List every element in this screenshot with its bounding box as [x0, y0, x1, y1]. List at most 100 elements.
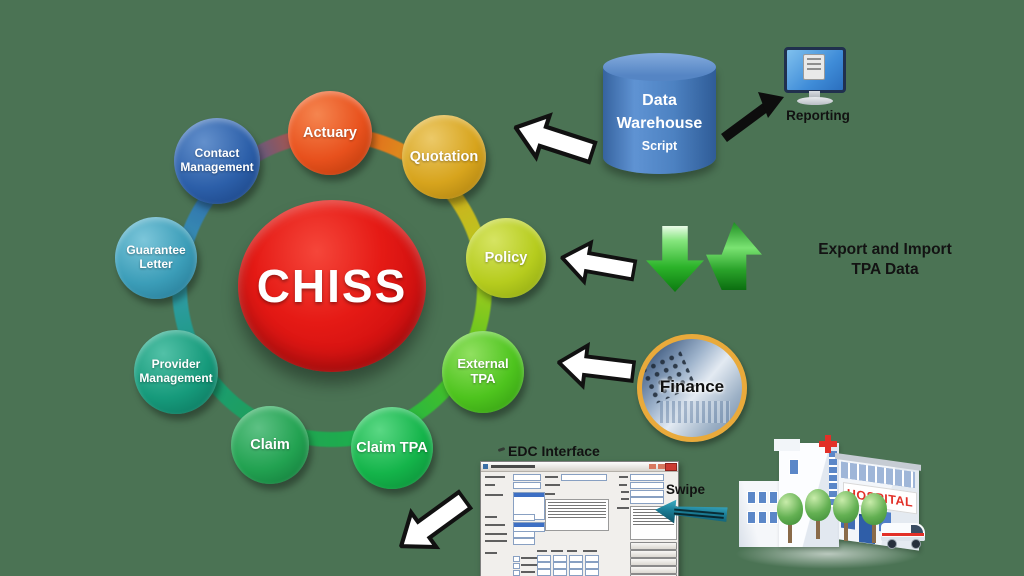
node-label: Quotation [409, 148, 479, 165]
node-label: Management [180, 160, 254, 174]
edc-form-element [537, 569, 551, 576]
node-label: Provider [151, 357, 201, 372]
edc-form-element [630, 474, 664, 481]
edc-form-element [585, 555, 599, 562]
node-chiss-hub[interactable]: CHISS [238, 200, 426, 372]
warehouse-label-line1: Data [642, 92, 677, 109]
edc-form-element [513, 474, 541, 481]
edc-form-element [567, 550, 577, 552]
edc-form-element [537, 550, 547, 552]
swipe-label: Swipe [666, 482, 706, 497]
node-actuary[interactable]: Actuary [288, 91, 372, 175]
edc-form-element [553, 555, 567, 562]
maximize-button[interactable] [658, 464, 665, 469]
edc-form-element [569, 555, 583, 562]
arrow-export-to-hub [556, 230, 641, 298]
node-quotation[interactable]: Quotation [402, 115, 486, 199]
edc-form-button[interactable] [630, 550, 677, 558]
edc-form-element [553, 569, 567, 576]
reporting-monitor-icon[interactable] [784, 47, 846, 105]
chart-texture [660, 401, 730, 423]
edc-form-element [521, 564, 537, 566]
node-label: TPA [470, 371, 496, 386]
finance-badge[interactable]: Finance [637, 334, 747, 442]
edc-form-element [485, 524, 505, 526]
edc-form-element [513, 538, 535, 545]
edc-form-element [630, 490, 664, 497]
edc-form-element [585, 569, 599, 576]
data-warehouse-cylinder[interactable]: Data Warehouse Script [603, 53, 716, 186]
edc-form-body [481, 472, 678, 576]
node-label: Actuary [303, 124, 357, 141]
edc-form-element [545, 484, 560, 486]
edc-form-element [621, 491, 629, 493]
edc-form-element [513, 556, 520, 562]
edc-form-element [521, 557, 537, 559]
edc-form-element [553, 562, 567, 569]
hospital-illustration: HOSPITAL [733, 435, 933, 576]
warehouse-label-line2: Warehouse [616, 115, 703, 133]
edc-titlebar [481, 462, 678, 472]
node-policy[interactable]: Policy [466, 218, 546, 298]
node-claim-tpa[interactable]: Claim TPA [351, 407, 433, 489]
reporting-label: Reporting [786, 108, 850, 123]
edc-form-element [630, 482, 664, 489]
edc-form-element [485, 476, 505, 478]
node-claim[interactable]: Claim [231, 406, 309, 484]
node-label: External [457, 356, 509, 372]
warehouse-script-label: Script [641, 139, 678, 154]
window-title-text [491, 465, 535, 468]
tick-mark [497, 446, 506, 453]
edc-form-element [521, 571, 535, 573]
export-down-arrow-icon [646, 226, 704, 292]
arrow-edc-to-hub [380, 472, 485, 574]
edc-form-element [621, 498, 629, 500]
cylinder-lid [603, 53, 716, 81]
edc-form-element [485, 516, 497, 518]
edc-window [480, 461, 679, 576]
node-label: Management [139, 371, 213, 385]
edc-form-element [551, 550, 563, 552]
node-label: Contact [194, 146, 240, 161]
hub-label: CHISS [256, 260, 408, 312]
edc-form-element [630, 497, 664, 504]
edc-form-button[interactable] [630, 542, 677, 550]
edc-form-button[interactable] [630, 574, 677, 576]
arrow-warehouse-to-reporting [714, 88, 788, 146]
edc-form-button[interactable] [630, 566, 677, 574]
node-label: Claim [250, 436, 290, 453]
edc-form-element [569, 569, 583, 576]
edc-form-element [545, 493, 555, 495]
edc-form-element [619, 484, 627, 486]
import-up-arrow-icon [706, 222, 762, 290]
edc-form-element [583, 550, 597, 552]
edc-form-element [585, 562, 599, 569]
node-label: Guarantee [126, 243, 186, 258]
edc-interface-label: EDC Interface [508, 443, 600, 459]
node-label: Letter [139, 257, 173, 271]
edc-form-element [619, 476, 628, 478]
tower-window-strip [829, 451, 837, 507]
finance-label: Finance [659, 377, 725, 396]
edc-form-element [545, 499, 609, 531]
export-import-label: Export and Import TPA Data [818, 241, 952, 279]
node-label: Claim TPA [356, 439, 428, 456]
edc-form-element [569, 562, 583, 569]
arrow-finance-to-hub [554, 333, 638, 400]
edc-form-element [485, 552, 497, 554]
arrow-warehouse-to-hub [505, 98, 603, 181]
close-button[interactable] [665, 463, 677, 471]
edc-form-element [485, 494, 503, 496]
monitor-document [803, 54, 825, 80]
edc-form-element [537, 555, 551, 562]
edc-form-element [537, 562, 551, 569]
edc-form-element [513, 570, 520, 576]
minimize-button[interactable] [649, 464, 656, 469]
edc-form-button[interactable] [630, 558, 677, 566]
edc-form-element [485, 540, 507, 542]
